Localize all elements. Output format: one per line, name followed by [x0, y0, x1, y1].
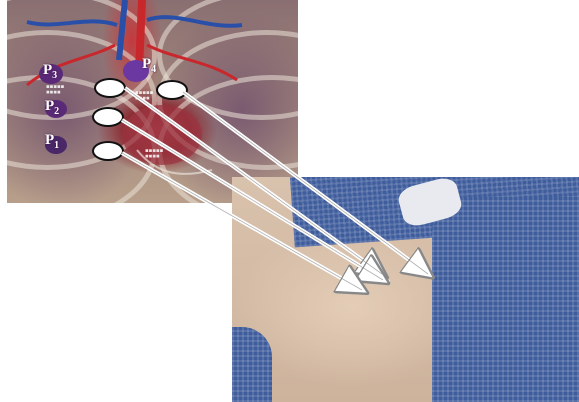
arrows [122, 88, 428, 290]
